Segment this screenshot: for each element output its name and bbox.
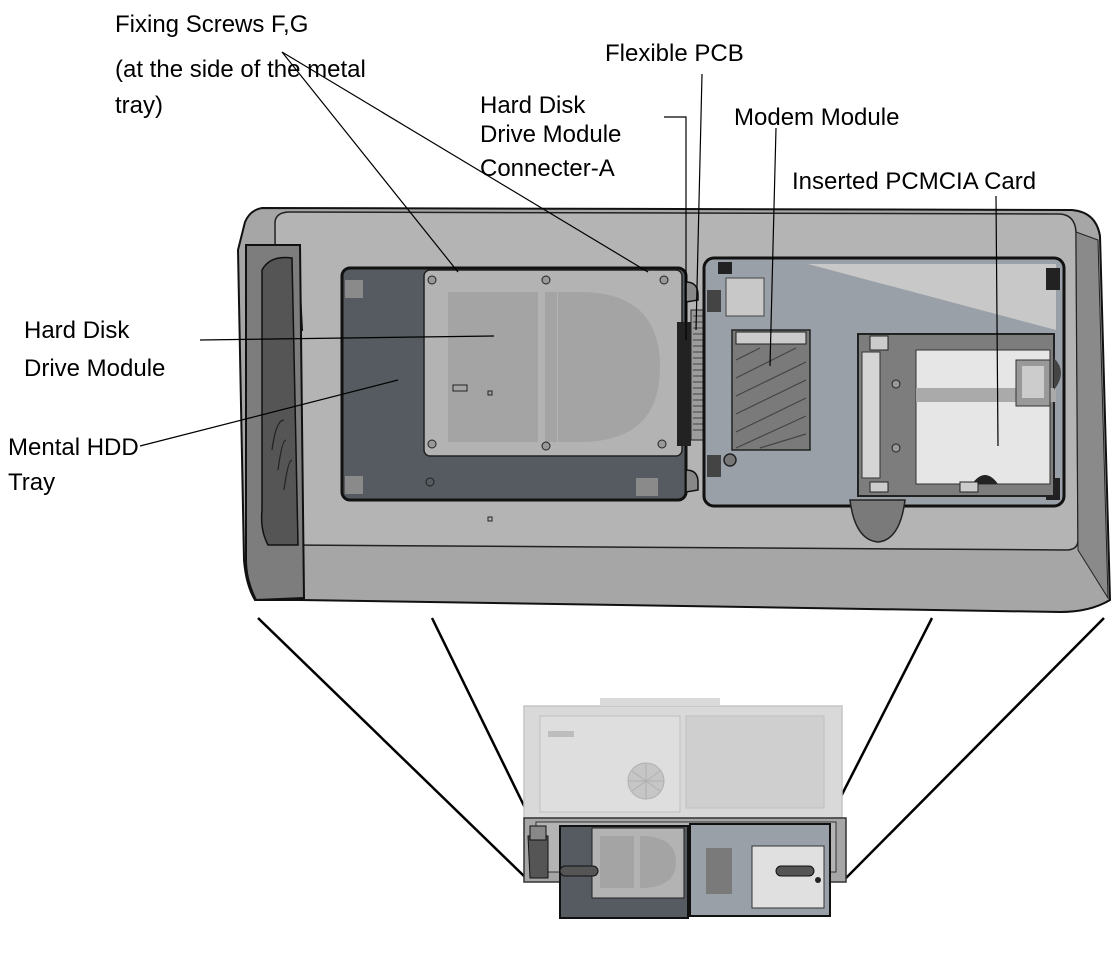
label-flexible-pcb: Flexible PCB [605,40,744,67]
hard-disk-drive [423,269,683,457]
label-fixing-screws: Fixing Screws F,G (at the side of the me… [115,11,372,119]
case-right-edge [1075,231,1109,600]
label-hdd-tray: Mental HDD Tray [8,434,145,496]
pcmcia-card [857,333,1061,497]
zoom-projection-lines [257,617,1105,879]
label-hdd-module: Hard Disk Drive Module [24,317,165,382]
full-notebook-thumbnail [523,698,847,919]
label-hdd-connector: Hard Disk Drive Module Connecter-A [480,92,628,182]
tray-latch [245,244,306,602]
label-pcmcia-card: Inserted PCMCIA Card [792,168,1036,195]
callout-labels: Fixing Screws F,G (at the side of the me… [8,11,1036,496]
enlarged-notebook-bottom [236,206,1112,614]
leader-lines [139,51,999,447]
label-modem-module: Modem Module [734,104,899,131]
